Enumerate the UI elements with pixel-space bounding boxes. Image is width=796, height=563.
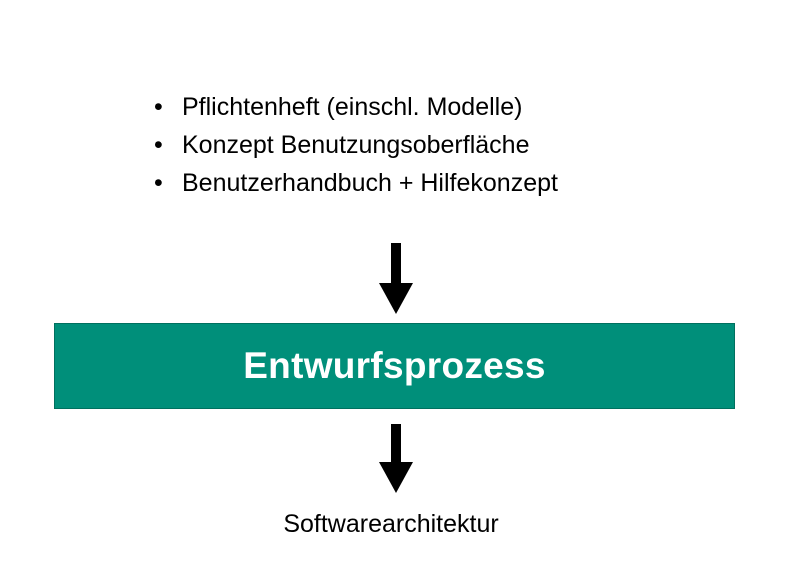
input-item-label: Pflichtenheft (einschl. Modelle) (182, 93, 523, 121)
arrow-down-icon (379, 243, 413, 314)
input-item: • Pflichtenheft (einschl. Modelle) (154, 88, 558, 126)
bullet: • (154, 93, 163, 121)
bullet: • (154, 131, 163, 159)
input-list: • Pflichtenheft (einschl. Modelle) • Kon… (154, 88, 558, 202)
output-label: Softwarearchitektur (283, 510, 499, 538)
input-item-label: Konzept Benutzungsoberfläche (182, 131, 530, 159)
arrow-down-icon (379, 424, 413, 493)
bullet: • (154, 169, 163, 197)
input-item: • Benutzerhandbuch + Hilfekonzept (154, 164, 558, 202)
input-item-label: Benutzerhandbuch + Hilfekonzept (182, 169, 558, 197)
process-label: Entwurfsprozess (243, 345, 546, 386)
process-box: Entwurfsprozess (54, 323, 735, 409)
input-item: • Konzept Benutzungsoberfläche (154, 126, 558, 164)
